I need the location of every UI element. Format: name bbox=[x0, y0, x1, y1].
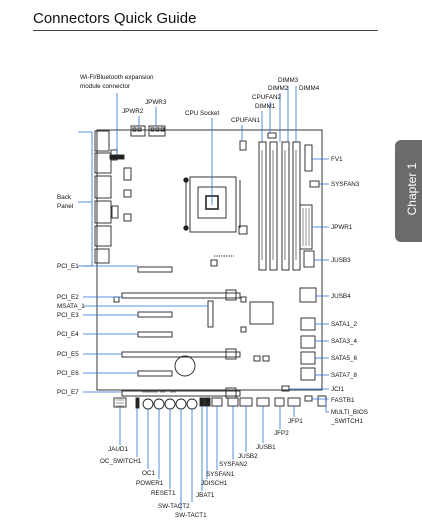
jfp2-header bbox=[274, 397, 285, 407]
label-jusb1: JUSB1 bbox=[256, 444, 276, 451]
label-oc1: OC1 bbox=[142, 470, 155, 477]
fv1-header bbox=[304, 144, 313, 172]
pci-e3-slot bbox=[137, 311, 173, 318]
label-pci-e3: PCI_E3 bbox=[57, 312, 79, 319]
label-jfp1: JFP1 bbox=[288, 418, 303, 425]
jbat1-jumper bbox=[199, 397, 205, 407]
cpufan1-header bbox=[239, 140, 247, 151]
label-pci-e5: PCI_E5 bbox=[57, 351, 79, 358]
label-sw-tact1: SW-TACT1 bbox=[175, 512, 207, 519]
pci-e7-slot bbox=[121, 390, 241, 397]
oc-switch1 bbox=[135, 397, 140, 409]
dimm2-slot bbox=[269, 141, 278, 271]
pci-e4-slot bbox=[137, 331, 173, 338]
label-pci-e2: PCI_E2 bbox=[57, 294, 79, 301]
label-pci-e4: PCI_E4 bbox=[57, 331, 79, 338]
label-jaud1: JAUD1 bbox=[108, 446, 128, 453]
wifi-module-connector bbox=[109, 154, 125, 160]
jaud1-header bbox=[113, 397, 127, 408]
jusb2-header bbox=[239, 397, 253, 407]
label-jusb3: JUSB3 bbox=[331, 257, 351, 264]
jusb4-header bbox=[299, 287, 317, 303]
dimm3-slot bbox=[281, 141, 290, 271]
jusb1-header bbox=[256, 397, 270, 407]
label-jfp2: JFP2 bbox=[274, 430, 289, 437]
label-jbat1: JBAT1 bbox=[196, 492, 215, 499]
multi-bios-switch bbox=[317, 395, 327, 407]
label-sysfan1: SYSFAN1 bbox=[206, 471, 235, 478]
chapter-tab[interactable]: Chapter 1 bbox=[395, 140, 422, 242]
jfp1-header bbox=[287, 397, 301, 407]
label-dimm1: DIMM1 bbox=[255, 103, 276, 110]
label-dimm4: DIMM4 bbox=[299, 85, 320, 92]
sysfan2-header bbox=[227, 397, 239, 407]
power1-button bbox=[153, 398, 165, 410]
board-outline bbox=[96, 129, 323, 391]
pci-e6-slot bbox=[137, 370, 173, 377]
chipset bbox=[249, 301, 274, 325]
label-pci-e7: PCI_E7 bbox=[57, 389, 79, 396]
label-back-panel-line2: Panel bbox=[57, 203, 73, 210]
label-sata5-6: SATA5_6 bbox=[331, 355, 358, 362]
label-cpufan1: CPUFAN1 bbox=[231, 117, 261, 124]
title-divider bbox=[33, 30, 378, 31]
pcie-slots bbox=[121, 266, 241, 399]
sysfan1-header bbox=[211, 397, 223, 407]
label-wifi-line2: module connector bbox=[80, 83, 130, 90]
fastb1-header bbox=[304, 395, 313, 402]
label-multi-bios-line2: _SWITCH1 bbox=[330, 418, 363, 425]
label-reset1: RESET1 bbox=[151, 490, 176, 497]
label-pci-e1: PCI_E1 bbox=[57, 263, 79, 270]
label-multi-bios-line1: MULTI_BIOS bbox=[331, 409, 368, 416]
jci1-header bbox=[281, 385, 290, 392]
oc1-button bbox=[142, 398, 154, 410]
label-wifi-line1: Wi-Fi/Bluetooth expansion bbox=[80, 74, 154, 81]
motherboard bbox=[94, 125, 327, 410]
label-jpwr3: JPWR3 bbox=[145, 99, 167, 106]
label-jpwr2: JPWR2 bbox=[122, 108, 144, 115]
label-power1: POWER1 bbox=[136, 480, 164, 487]
pci-e2-slot bbox=[121, 292, 241, 299]
label-dimm2: DIMM2 bbox=[268, 85, 289, 92]
label-jci1: JCI1 bbox=[331, 386, 344, 393]
jpwr3-connector bbox=[148, 125, 166, 137]
jpwr2-connector bbox=[130, 125, 146, 137]
label-jusb2: JUSB2 bbox=[238, 453, 258, 460]
sata7-8-connector bbox=[300, 367, 316, 381]
label-sata1-2: SATA1_2 bbox=[331, 321, 358, 328]
cpufan2-header bbox=[267, 132, 277, 139]
label-sata3-4: SATA3_4 bbox=[331, 338, 358, 345]
label-sysfan2: SYSFAN2 bbox=[219, 461, 248, 468]
jdisch1-jumper bbox=[204, 397, 211, 407]
label-fastb1: FASTB1 bbox=[331, 397, 355, 404]
label-msata-1: MSATA_1 bbox=[57, 303, 85, 310]
label-jusb4: JUSB4 bbox=[331, 293, 351, 300]
label-sw-tact2: SW-TACT2 bbox=[158, 503, 190, 510]
jusb3-header bbox=[303, 250, 315, 268]
label-jpwr1: JPWR1 bbox=[331, 224, 353, 231]
bios-battery bbox=[174, 355, 196, 377]
label-sysfan3: SYSFAN3 bbox=[331, 181, 360, 188]
connector-labels: Wi-Fi/Bluetooth expansion module connect… bbox=[57, 74, 368, 519]
sata3-4-connector bbox=[300, 335, 316, 349]
sw-tact2-button bbox=[175, 398, 187, 410]
label-pci-e6: PCI_E6 bbox=[57, 370, 79, 377]
label-cpufan2: CPUFAN2 bbox=[252, 94, 282, 101]
page-title: Connectors Quick Guide bbox=[33, 10, 197, 27]
label-dimm3: DIMM3 bbox=[278, 77, 299, 84]
label-back-panel-line1: Back bbox=[57, 194, 72, 201]
msata-slot bbox=[207, 300, 214, 328]
dimm1-slot bbox=[258, 141, 267, 271]
reset1-button bbox=[164, 398, 176, 410]
pci-e1-slot bbox=[137, 266, 173, 273]
sw-tact1-button bbox=[186, 398, 198, 410]
leader-lines bbox=[78, 86, 329, 510]
label-oc-switch1: OC_SWITCH1 bbox=[100, 458, 142, 465]
label-jdisch1: JDISCH1 bbox=[201, 480, 228, 487]
label-fv1: FV1 bbox=[331, 156, 343, 163]
label-sata7-8: SATA7_8 bbox=[331, 372, 358, 379]
label-cpu-socket: CPU Socket bbox=[185, 110, 220, 117]
